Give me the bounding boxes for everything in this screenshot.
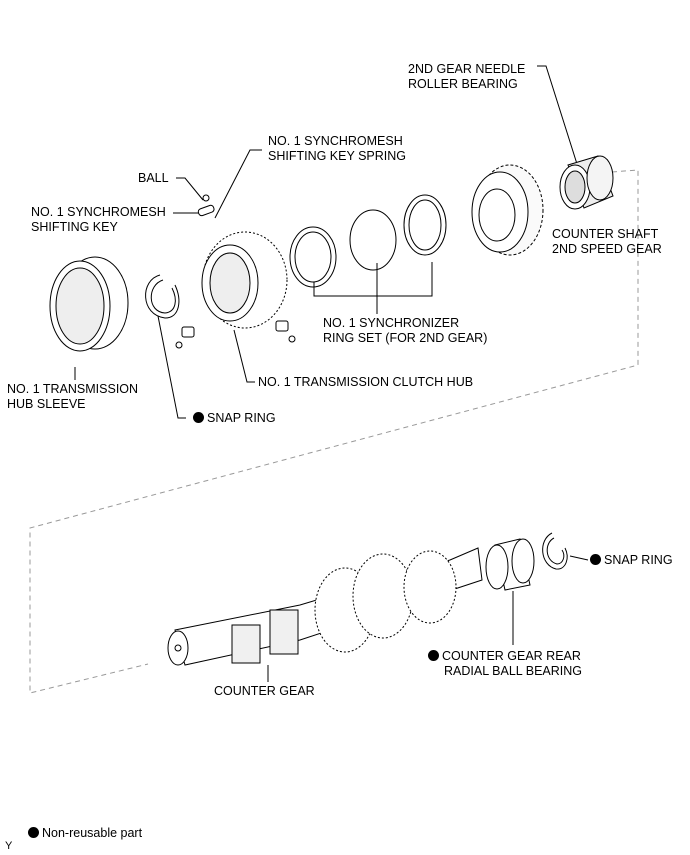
label-hub-sleeve: NO. 1 TRANSMISSION HUB SLEEVE [7, 382, 138, 412]
label-needle-bearing: 2ND GEAR NEEDLE ROLLER BEARING [408, 62, 525, 92]
label-snap-ring-lower-text: SNAP RING [604, 553, 673, 567]
hub-sleeve [49, 256, 129, 352]
needle-roller-bearing [559, 155, 614, 210]
counter-shaft-2nd-gear [471, 164, 544, 256]
label-key-spring: NO. 1 SYNCHROMESH SHIFTING KEY SPRING [268, 134, 406, 164]
label-counter-2nd-gear-line2: 2ND SPEED GEAR [552, 242, 662, 256]
label-rear-bearing-line1: COUNTER GEAR REAR [442, 649, 581, 663]
label-sync-ring-set-line1: NO. 1 SYNCHRONIZER [323, 316, 460, 330]
label-sync-ring-set: NO. 1 SYNCHRONIZER RING SET (FOR 2ND GEA… [323, 316, 487, 346]
rear-radial-ball-bearing [485, 538, 535, 591]
snap-ring-upper [145, 274, 180, 319]
label-shifting-key-line2: SHIFTING KEY [31, 220, 118, 234]
label-key-spring-line2: SHIFTING KEY SPRING [268, 149, 406, 163]
synchronizer-rings [289, 194, 447, 288]
legend: Non-reusable part [28, 826, 142, 841]
clutch-hub [175, 194, 296, 349]
counter-gear [167, 547, 483, 666]
label-snap-ring-lower: SNAP RING [590, 553, 673, 568]
label-hub-sleeve-line1: NO. 1 TRANSMISSION [7, 382, 139, 396]
label-counter-gear: COUNTER GEAR [214, 684, 315, 698]
label-clutch-hub: NO. 1 TRANSMISSION CLUTCH HUB [258, 375, 474, 389]
label-needle-bearing-line1: 2ND GEAR NEEDLE [408, 62, 526, 76]
label-snap-ring-upper-text: SNAP RING [207, 411, 276, 425]
legend-text: Non-reusable part [42, 826, 143, 840]
assembly-outline [29, 169, 639, 694]
label-rear-bearing-line2: RADIAL BALL BEARING [444, 664, 583, 678]
label-sync-ring-set-line2: RING SET (FOR 2ND GEAR) [323, 331, 488, 345]
non-reusable-dot-icon [428, 650, 439, 661]
label-ball: BALL [138, 171, 169, 185]
corner-mark: Y [5, 840, 13, 852]
label-needle-bearing-line2: ROLLER BEARING [408, 77, 518, 91]
label-rear-bearing: COUNTER GEAR REAR RADIAL BALL BEARING [428, 649, 582, 679]
label-shifting-key: NO. 1 SYNCHROMESH SHIFTING KEY [31, 205, 166, 235]
snap-ring-lower [542, 532, 568, 570]
label-counter-2nd-gear: COUNTER SHAFT 2ND SPEED GEAR [552, 227, 662, 257]
non-reusable-dot-icon [193, 412, 204, 423]
label-shifting-key-line1: NO. 1 SYNCHROMESH [31, 205, 166, 219]
label-key-spring-line1: NO. 1 SYNCHROMESH [268, 134, 403, 148]
label-hub-sleeve-line2: HUB SLEEVE [7, 397, 86, 411]
label-counter-2nd-gear-line1: COUNTER SHAFT [552, 227, 659, 241]
non-reusable-dot-icon [28, 827, 39, 838]
non-reusable-dot-icon [590, 554, 601, 565]
label-snap-ring-upper: SNAP RING [193, 411, 276, 426]
